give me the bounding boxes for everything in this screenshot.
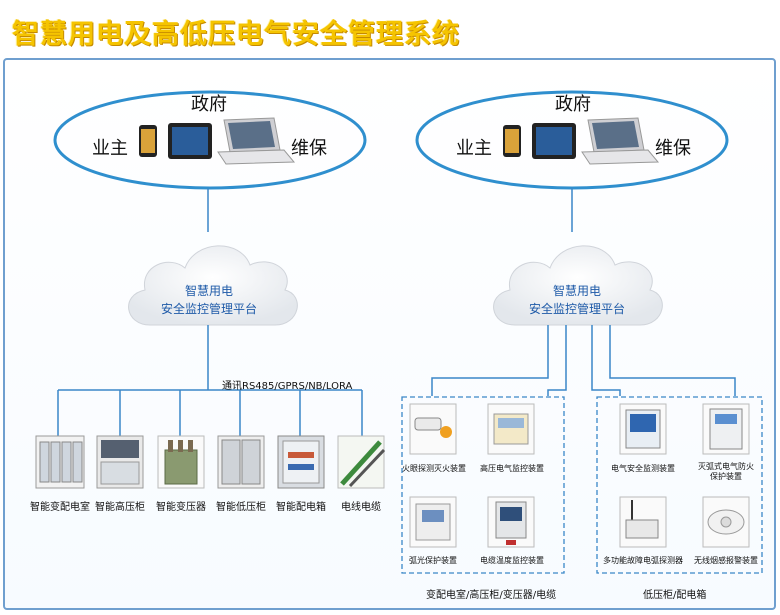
hv-cabinet-image (96, 435, 144, 489)
right-phone-icon (503, 125, 521, 157)
group2-item-label: 保护装置 (710, 472, 742, 481)
electrical-monitor-image (619, 403, 667, 455)
arc-fire-protection-image (702, 403, 750, 455)
group1-item-label: 高压电气监控装置 (480, 464, 544, 473)
group1-item-label: 火眼探测灭火装置 (402, 464, 466, 473)
page-title: 智慧用电及高低压电气安全管理系统 (12, 19, 460, 50)
arc-protection-image (409, 496, 457, 548)
left-laptop-icon (217, 117, 296, 165)
left-owner-label: 业主 (92, 138, 128, 159)
right-owner-label: 业主 (456, 138, 492, 159)
left-tablet-icon (168, 123, 212, 159)
device-label: 智能低压柜 (216, 502, 266, 513)
device-label: 智能变压器 (156, 502, 206, 513)
group2-caption: 低压柜/配电箱 (643, 590, 707, 601)
group2-item-label: 灭弧式电气防火 (698, 462, 754, 471)
right-tablet-icon (532, 123, 576, 159)
device-label: 电线电缆 (341, 502, 381, 513)
left-phone-icon (139, 125, 157, 157)
hv-monitor-image (487, 403, 535, 455)
left-cloud-icon (128, 245, 298, 326)
left-maintenance-label: 维保 (291, 138, 327, 159)
left-cloud-title: 智慧用电 (184, 284, 233, 298)
transformer-image (157, 435, 205, 489)
right-cloud-title: 智慧用电 (552, 284, 601, 298)
right-government-label: 政府 (555, 94, 591, 115)
right-laptop-icon (581, 117, 660, 165)
device-label: 智能配电箱 (276, 502, 326, 513)
group2-item-label: 无线烟感报警装置 (694, 556, 758, 565)
right-maintenance-label: 维保 (655, 138, 691, 159)
distribution-box-image (277, 435, 325, 489)
arc-detector-image (619, 496, 667, 548)
lv-cabinet-image (217, 435, 265, 489)
comm-protocol-label: 通讯RS485/GPRS/NB/LORA (222, 381, 353, 392)
group1-box (401, 396, 565, 574)
cable-temp-image (487, 496, 535, 548)
fire-detector-image (409, 403, 457, 455)
left-government-label: 政府 (191, 94, 227, 115)
group1-item-label: 弧光保护装置 (409, 556, 457, 565)
group1-item-label: 电缆温度监控装置 (480, 556, 544, 565)
left-cloud-subtitle: 安全监控管理平台 (160, 302, 257, 316)
right-cloud-subtitle: 安全监控管理平台 (528, 302, 625, 316)
device-label: 智能变配电室 (30, 502, 90, 513)
group2-item-label: 电气安全监测装置 (611, 464, 675, 473)
device-label: 智能高压柜 (95, 502, 145, 513)
right-cloud-icon (493, 245, 663, 326)
smoke-alarm-image (702, 496, 750, 548)
left-user-ellipse (53, 90, 367, 190)
group2-item-label: 多功能故障电弧探测器 (603, 556, 683, 565)
cable-image (337, 435, 386, 489)
substation-image (35, 435, 85, 489)
group2-box (596, 396, 763, 574)
group1-caption: 变配电室/高压柜/变压器/电缆 (426, 590, 557, 601)
